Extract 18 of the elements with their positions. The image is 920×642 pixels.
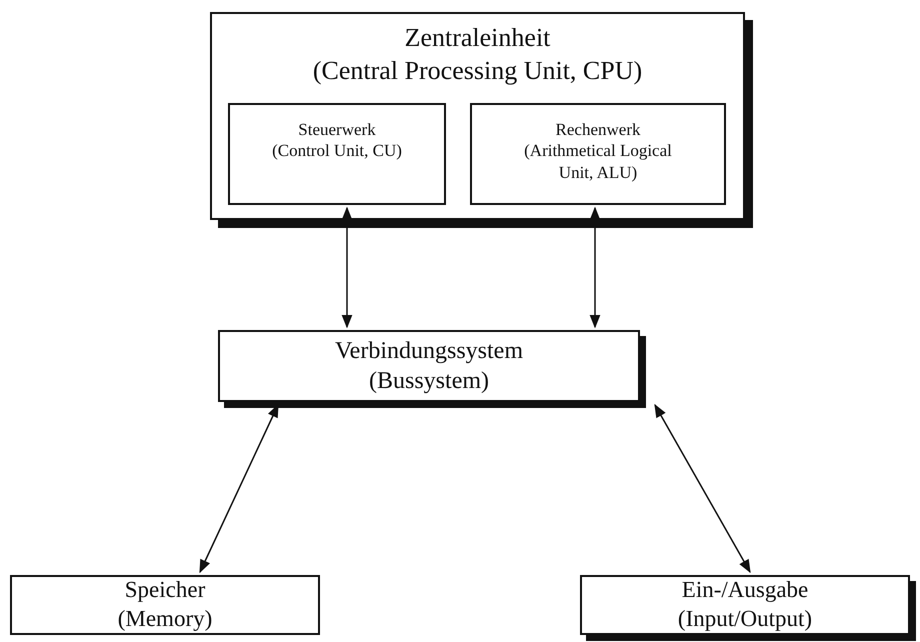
unit-box	[228, 103, 446, 205]
double-arrow	[590, 206, 600, 328]
box-title: Zentraleinheit	[404, 22, 550, 54]
component-box	[10, 575, 320, 635]
unit-box	[470, 103, 726, 205]
box-subtitle: (Central Processing Unit, CPU)	[312, 54, 642, 87]
box-title: Rechenwerk	[556, 119, 640, 140]
box-title: Steuerwerk	[298, 119, 376, 140]
double-arrow	[342, 206, 352, 328]
box-subtitle: (Bussystem)	[369, 367, 489, 396]
box-subtitle: (Control Unit, CU)	[272, 140, 402, 162]
box-subtitle: (Input/Output)	[678, 605, 812, 633]
box-subtitle: (Arithmetical Logical Unit, ALU)	[523, 140, 673, 183]
box-title: Speicher	[124, 576, 206, 604]
box-subtitle: (Memory)	[118, 605, 212, 633]
box-title: Ein-/Ausgabe	[682, 576, 808, 604]
double-arrow	[654, 404, 751, 574]
box-title: Verbindungssystem	[335, 337, 523, 366]
